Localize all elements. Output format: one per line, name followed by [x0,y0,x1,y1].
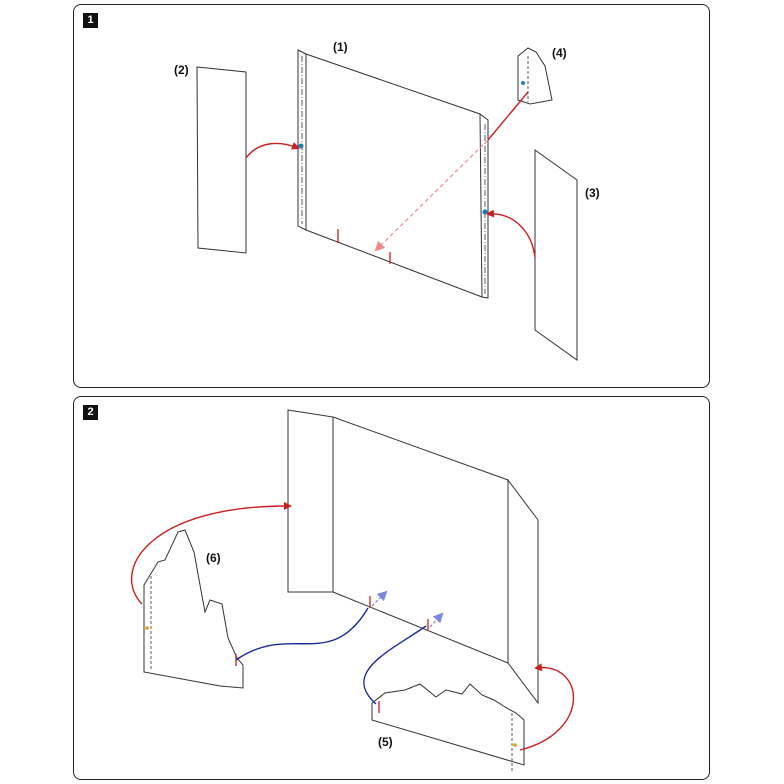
attach-line [487,91,529,141]
label-part-1: (1) [333,40,348,54]
step-number-badge: 1 [83,13,98,28]
glue-dot [482,209,488,215]
part-3-side-panel [534,149,578,361]
step-2-panel: 2 [73,396,710,780]
label-part-4: (4) [552,46,567,60]
part-6-mountain-piece [143,529,244,689]
part-5-landscape-piece [371,683,525,772]
glue-dot [513,743,517,747]
glue-dot [521,81,525,85]
insert-arrow [371,590,388,607]
slot-marks [337,229,391,264]
slot-marks [369,596,429,631]
assembled-board [287,409,539,705]
attach-arrow [519,663,575,751]
label-part-6: (6) [206,551,221,565]
attach-arrow [486,209,536,259]
part-1-main-board [297,49,489,299]
insert-arrow [429,612,444,628]
part-4-small-piece [517,47,553,105]
step-1-panel: 1 [73,4,710,388]
glue-dot [298,143,304,149]
slot-connector [235,607,369,661]
step-number-badge: 2 [83,405,98,420]
part-2-side-panel [196,66,247,254]
attach-arrow [245,142,300,159]
attach-arrow [131,501,292,605]
placement-arrow [374,139,489,252]
label-part-3: (3) [585,186,600,200]
slot-connector [363,625,427,705]
label-part-2: (2) [174,63,189,77]
glue-dot [145,626,149,630]
label-part-5: (5) [378,735,393,749]
